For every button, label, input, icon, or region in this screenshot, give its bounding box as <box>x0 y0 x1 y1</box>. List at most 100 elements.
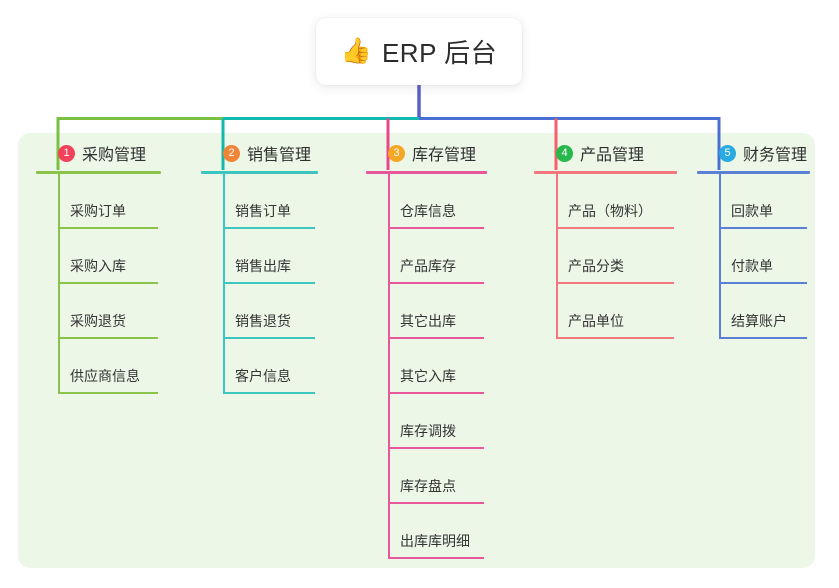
branch-underline <box>201 171 318 174</box>
branch-column-5: 5 财务管理回款单付款单结算账户 <box>697 140 827 339</box>
leaf-label: 结算账户 <box>731 313 787 329</box>
leaf-label: 销售出库 <box>235 258 291 274</box>
leaf-label: 销售订单 <box>235 203 291 219</box>
leaf-label: 仓库信息 <box>400 203 456 219</box>
root-node[interactable]: 👍 ERP 后台 <box>316 18 522 85</box>
leaf-label: 回款单 <box>731 203 773 219</box>
leaf-label: 销售退货 <box>235 313 291 329</box>
leaf-underline <box>388 502 484 504</box>
leaf-item[interactable]: 销售退货 <box>201 284 351 339</box>
leaf-underline <box>223 392 315 394</box>
branch-header-4[interactable]: 4 产品管理 <box>534 140 684 166</box>
leaf-label: 出库库明细 <box>400 533 470 549</box>
leaf-list: 仓库信息产品库存其它出库其它入库库存调拨库存盘点出库库明细 <box>366 174 516 559</box>
leaf-underline <box>388 227 484 229</box>
leaf-item[interactable]: 销售出库 <box>201 229 351 284</box>
leaf-underline <box>719 337 807 339</box>
branch-header-5[interactable]: 5 财务管理 <box>697 140 827 166</box>
leaf-underline <box>223 337 315 339</box>
leaf-label: 客户信息 <box>235 368 291 384</box>
leaf-item[interactable]: 产品分类 <box>534 229 684 284</box>
thumbs-up-icon: 👍 <box>340 37 372 65</box>
leaf-underline <box>388 557 484 559</box>
branch-column-3: 3 库存管理仓库信息产品库存其它出库其它入库库存调拨库存盘点出库库明细 <box>366 140 516 559</box>
branch-spine <box>58 174 60 394</box>
leaf-label: 库存盘点 <box>400 478 456 494</box>
leaf-item[interactable]: 结算账户 <box>697 284 827 339</box>
leaf-item[interactable]: 库存盘点 <box>366 449 516 504</box>
leaf-underline <box>58 227 158 229</box>
leaf-underline <box>223 227 315 229</box>
branch-column-4: 4 产品管理产品（物料） 产品分类产品单位 <box>534 140 684 339</box>
leaf-item[interactable]: 其它入库 <box>366 339 516 394</box>
branch-number-badge: 2 <box>223 144 240 162</box>
branch-number-badge: 1 <box>58 144 75 162</box>
leaf-item[interactable]: 采购退货 <box>36 284 186 339</box>
leaf-underline <box>388 392 484 394</box>
branch-header-2[interactable]: 2 销售管理 <box>201 140 351 166</box>
branch-spine <box>556 174 558 339</box>
leaf-underline <box>58 392 158 394</box>
leaf-label: 供应商信息 <box>70 368 140 384</box>
branch-number-badge: 3 <box>388 144 405 162</box>
branch-underline <box>534 171 677 174</box>
branch-title: 采购管理 <box>82 147 147 164</box>
leaf-underline <box>58 282 158 284</box>
leaf-underline <box>58 337 158 339</box>
leaf-item[interactable]: 客户信息 <box>201 339 351 394</box>
branch-underline <box>366 171 487 174</box>
branch-spine <box>388 174 390 559</box>
leaf-item[interactable]: 销售订单 <box>201 174 351 229</box>
leaf-item[interactable]: 供应商信息 <box>36 339 186 394</box>
leaf-underline <box>556 282 674 284</box>
leaf-label: 采购订单 <box>70 203 126 219</box>
leaf-underline <box>388 282 484 284</box>
leaf-underline <box>719 227 807 229</box>
leaf-label: 付款单 <box>731 258 773 274</box>
branch-column-1: 1 采购管理采购订单采购入库采购退货供应商信息 <box>36 140 186 394</box>
leaf-label: 采购入库 <box>70 258 126 274</box>
leaf-label: 产品单位 <box>568 313 624 329</box>
leaf-label: 产品库存 <box>400 258 456 274</box>
branch-number-badge: 4 <box>556 144 573 162</box>
branch-title: 库存管理 <box>412 147 477 164</box>
leaf-list: 采购订单采购入库采购退货供应商信息 <box>36 174 186 394</box>
leaf-list: 回款单付款单结算账户 <box>697 174 827 339</box>
branch-title: 产品管理 <box>580 147 645 164</box>
leaf-item[interactable]: 付款单 <box>697 229 827 284</box>
leaf-item[interactable]: 出库库明细 <box>366 504 516 559</box>
leaf-underline <box>719 282 807 284</box>
leaf-item[interactable]: 产品单位 <box>534 284 684 339</box>
branch-number-badge: 5 <box>719 144 736 162</box>
leaf-label: 其它出库 <box>400 313 456 329</box>
leaf-underline <box>388 447 484 449</box>
branch-header-3[interactable]: 3 库存管理 <box>366 140 516 166</box>
leaf-label: 产品（物料） <box>568 203 652 219</box>
branch-underline <box>697 171 810 174</box>
leaf-underline <box>388 337 484 339</box>
leaf-label: 其它入库 <box>400 368 456 384</box>
leaf-item[interactable]: 库存调拨 <box>366 394 516 449</box>
leaf-label: 库存调拨 <box>400 423 456 439</box>
leaf-label: 产品分类 <box>568 258 624 274</box>
leaf-list: 产品（物料） 产品分类产品单位 <box>534 174 684 339</box>
leaf-item[interactable]: 产品（物料） <box>534 174 684 229</box>
diagram-panel <box>18 133 815 568</box>
branch-underline <box>36 171 161 174</box>
branch-title: 财务管理 <box>743 147 808 164</box>
leaf-item[interactable]: 产品库存 <box>366 229 516 284</box>
leaf-underline <box>556 227 674 229</box>
leaf-item[interactable]: 其它出库 <box>366 284 516 339</box>
branch-title: 销售管理 <box>247 147 312 164</box>
branch-spine <box>223 174 225 394</box>
leaf-item[interactable]: 采购订单 <box>36 174 186 229</box>
leaf-underline <box>223 282 315 284</box>
branch-spine <box>719 174 721 339</box>
branch-header-1[interactable]: 1 采购管理 <box>36 140 186 166</box>
leaf-item[interactable]: 采购入库 <box>36 229 186 284</box>
leaf-item[interactable]: 仓库信息 <box>366 174 516 229</box>
leaf-item[interactable]: 回款单 <box>697 174 827 229</box>
leaf-underline <box>556 337 674 339</box>
branch-column-2: 2 销售管理销售订单销售出库销售退货客户信息 <box>201 140 351 394</box>
